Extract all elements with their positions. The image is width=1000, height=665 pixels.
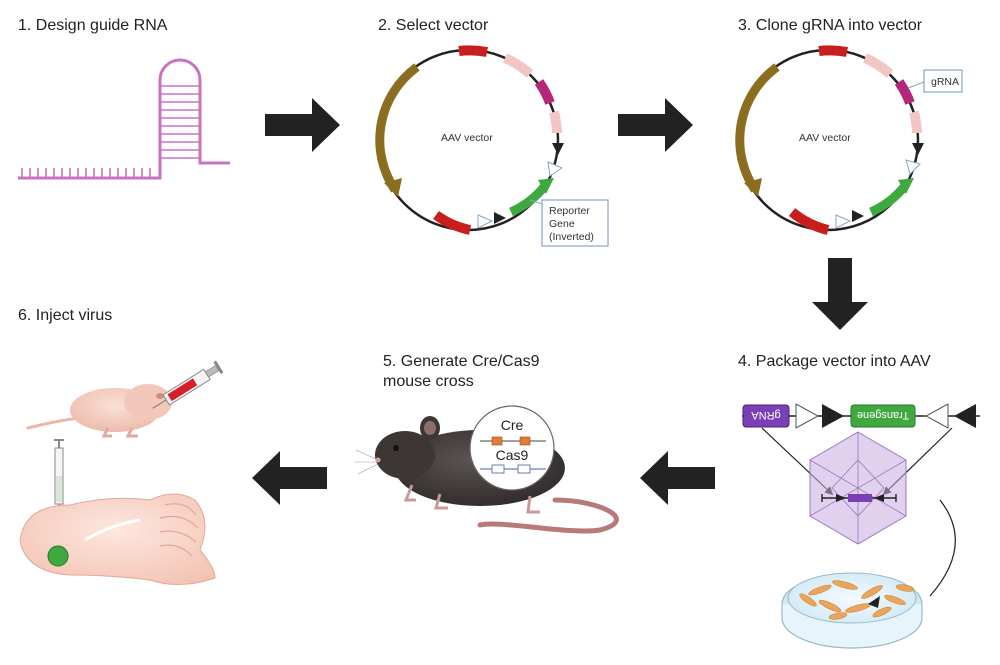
arrow-4-to-5 bbox=[640, 451, 715, 505]
svg-text:4. Package vector into AAV: 4. Package vector into AAV bbox=[738, 353, 931, 370]
arrow-5-to-6 bbox=[252, 451, 327, 505]
cloned-vector-plasmid: AAV vector bbox=[735, 45, 924, 235]
aav-vector-label-2: AAV vector bbox=[799, 132, 851, 144]
svg-text:2. Select vector: 2. Select vector bbox=[378, 17, 489, 34]
arrow-1-to-2 bbox=[265, 98, 340, 152]
cell-culture-dish bbox=[781, 499, 956, 649]
step-6-title: 6. Inject virus bbox=[18, 307, 112, 324]
svg-text:6. Inject virus: 6. Inject virus bbox=[18, 307, 112, 324]
step-4-title: 4. Package vector into AAV bbox=[738, 353, 931, 370]
svg-text:Reporter: Reporter bbox=[549, 205, 590, 217]
svg-text:gRNA: gRNA bbox=[931, 76, 959, 88]
step-1-title: 1. Design guide RNA bbox=[18, 17, 168, 34]
step-2-title: 2. Select vector bbox=[378, 17, 489, 34]
guide-rna-icon bbox=[18, 58, 230, 180]
reporter-gene-callout: Reporter Gene (Inverted) bbox=[529, 199, 609, 247]
cassette-grna-label: gRNA bbox=[751, 409, 781, 421]
arrow-2-to-3 bbox=[618, 98, 693, 152]
cassette-transgene-label: Transgene bbox=[857, 409, 909, 421]
svg-text:(Inverted): (Inverted) bbox=[549, 231, 594, 243]
svg-text:3. Clone gRNA into vector: 3. Clone gRNA into vector bbox=[738, 17, 923, 34]
step-3-title: 3. Clone gRNA into vector bbox=[738, 17, 923, 34]
cre-cas9-mouse: Cre Cas9 bbox=[354, 405, 619, 534]
cre-label: Cre bbox=[501, 417, 524, 433]
brain-injection bbox=[19, 439, 216, 586]
svg-text:1. Design guide RNA: 1. Design guide RNA bbox=[18, 17, 168, 34]
svg-text:5. Generate Cre/Cas9: 5. Generate Cre/Cas9 bbox=[383, 353, 540, 370]
svg-text:Gene: Gene bbox=[549, 218, 575, 230]
pup-injection bbox=[26, 360, 224, 438]
aav-capsid bbox=[761, 427, 953, 545]
cas9-label: Cas9 bbox=[496, 447, 529, 463]
arrow-3-to-4 bbox=[812, 258, 868, 330]
aav-vector-plasmid: AAV vector bbox=[375, 45, 564, 235]
transgene-cassette: gRNA Transgene bbox=[742, 403, 980, 429]
svg-text:mouse cross: mouse cross bbox=[383, 373, 474, 390]
aav-vector-label: AAV vector bbox=[441, 132, 493, 144]
step-5-title: 5. Generate Cre/Cas9 mouse cross bbox=[383, 353, 540, 390]
grna-callout: gRNA bbox=[907, 69, 963, 93]
